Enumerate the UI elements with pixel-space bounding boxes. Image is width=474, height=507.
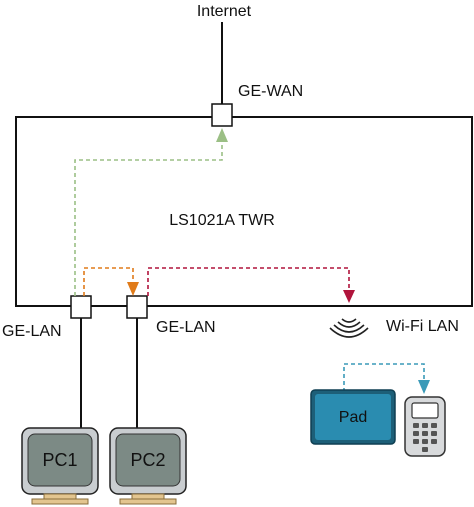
ge-lan-port-1 [70,295,92,319]
phone-icon [404,396,446,457]
wifi-icon [329,318,369,338]
pc1-icon: PC1 [21,427,99,505]
pad-label: Pad [339,409,367,426]
ge-lan-label-1: GE-LAN [2,323,62,340]
wifi-flow [147,267,355,303]
tablet-icon: Pad [310,389,396,445]
board-outline [15,116,473,307]
pc2-icon: PC2 [109,427,187,505]
pad-flow [343,363,430,394]
lan-flow [83,267,139,296]
wifi-lan-label: Wi-Fi LAN [386,318,459,335]
wan-flow [74,128,228,296]
pc2-label: PC2 [130,450,165,470]
pc1-label: PC1 [42,450,77,470]
ge-lan-label-2: GE-LAN [156,319,216,336]
ge-wan-port [211,103,233,127]
board-label: LS1021A TWR [169,212,275,229]
internet-label: Internet [197,3,252,20]
ge-wan-label: GE-WAN [238,83,303,100]
ge-lan-port-2 [126,295,148,319]
